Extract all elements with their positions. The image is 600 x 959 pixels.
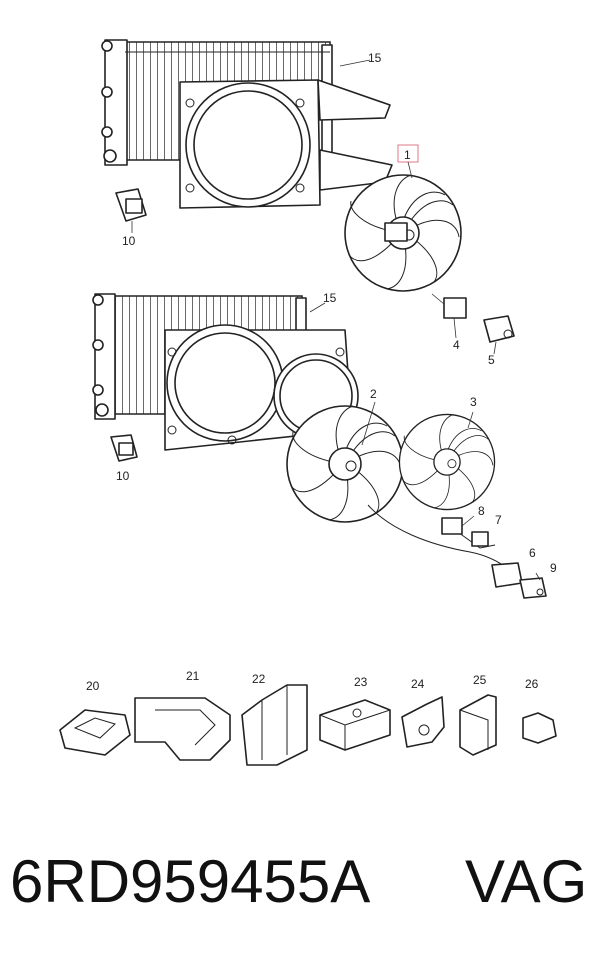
callout-15-upper: 15 (368, 51, 382, 65)
clip-20 (59, 709, 131, 756)
bracket-24 (401, 696, 445, 748)
upper-fan-shroud (179, 79, 393, 209)
callout-10-lower: 10 (116, 469, 130, 483)
callout-20: 20 (86, 679, 100, 693)
block-23 (319, 699, 391, 751)
connector-9 (519, 577, 547, 599)
parts-diagram: 15 1 10 4 5 15 2 3 10 8 7 6 9 20 21 22 2… (59, 39, 557, 766)
callout-25: 25 (473, 673, 487, 687)
part-number: 6RD959455A (10, 848, 371, 915)
callout-5: 5 (488, 353, 495, 367)
upper-temp-sensor (115, 188, 147, 233)
callout-23: 23 (354, 675, 368, 689)
connector-8 (441, 515, 475, 535)
callout-4: 4 (453, 338, 460, 352)
upper-fan-motor (344, 174, 462, 292)
bracket-21 (134, 697, 231, 761)
callout-7: 7 (495, 513, 502, 527)
callout-6: 6 (529, 546, 536, 560)
connector-7 (471, 531, 489, 547)
connector-4 (431, 293, 467, 339)
callout-1: 1 (404, 148, 411, 162)
clip-26 (522, 712, 557, 744)
callout-9: 9 (550, 561, 557, 575)
clip-25 (459, 694, 497, 756)
callout-10-upper: 10 (122, 234, 136, 248)
brand-name: VAG (465, 848, 588, 915)
callout-2: 2 (370, 387, 377, 401)
callout-26: 26 (525, 677, 539, 691)
connector-5 (483, 315, 515, 355)
holder-22 (241, 684, 308, 766)
lower-fan-motor-3 (398, 413, 496, 511)
callout-22: 22 (252, 672, 266, 686)
connector-6 (491, 562, 523, 588)
lower-fan-motor-2 (286, 405, 404, 523)
footer-label: 6RD959455A VAG (10, 842, 600, 922)
callout-3: 3 (470, 395, 477, 409)
lower-temp-sensor (110, 434, 138, 462)
callout-8: 8 (478, 504, 485, 518)
callout-21: 21 (186, 669, 200, 683)
callout-15-lower: 15 (323, 291, 337, 305)
callout-24: 24 (411, 677, 425, 691)
